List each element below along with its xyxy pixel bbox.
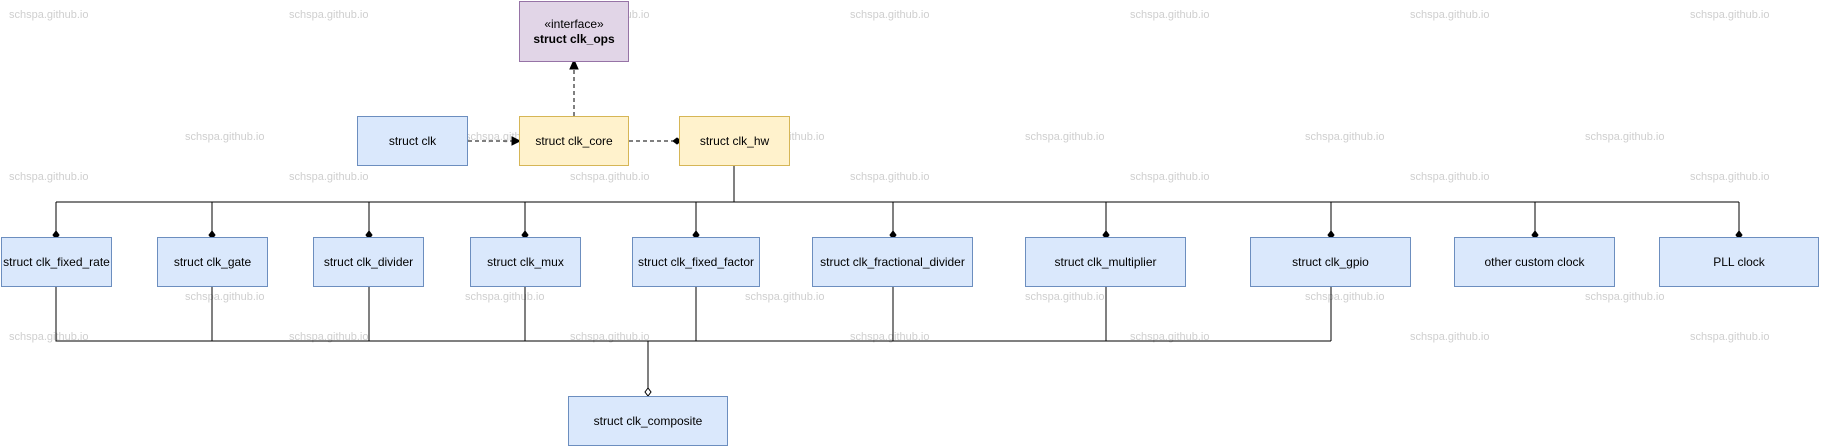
clk-gpio-label: struct clk_gpio	[1292, 254, 1369, 269]
clk-ops-interface-box: «interface» struct clk_ops	[519, 1, 629, 62]
clk-gate-box: struct clk_gate	[157, 237, 268, 287]
pll-clock-label: PLL clock	[1713, 254, 1765, 269]
clk-core-label: struct clk_core	[535, 133, 613, 148]
arrowhead	[511, 136, 522, 146]
clk-fixed-factor-label: struct clk_fixed_factor	[637, 254, 755, 269]
clk-gpio-box: struct clk_gpio	[1250, 237, 1411, 287]
clk-ops-label: struct clk_ops	[533, 31, 615, 46]
clk-gate-label: struct clk_gate	[173, 254, 252, 269]
clk-fixed-factor-box: struct clk_fixed_factor	[632, 237, 760, 287]
clk-fixed-rate-label: struct clk_fixed_rate	[3, 254, 110, 269]
hollow-diamond	[644, 387, 652, 397]
other-custom-clock-label: other custom clock	[1484, 254, 1585, 269]
interface-stereotype: «interface»	[544, 16, 604, 31]
clk-divider-label: struct clk_divider	[323, 254, 414, 269]
clk-composite-label: struct clk_composite	[593, 413, 703, 428]
edge-hw-bus	[56, 166, 1739, 203]
clk-composite-box: struct clk_composite	[568, 396, 728, 446]
other-custom-clock-box: other custom clock	[1454, 237, 1615, 287]
clk-multiplier-box: struct clk_multiplier	[1025, 237, 1186, 287]
clk-core-box: struct clk_core	[519, 116, 629, 166]
clk-box: struct clk	[357, 116, 468, 166]
clk-fractional-divider-box: struct clk_fractional_divider	[812, 237, 973, 287]
clk-hw-box: struct clk_hw	[679, 116, 790, 166]
edge-bus-drops	[55, 202, 1740, 231]
clk-fixed-rate-box: struct clk_fixed_rate	[1, 237, 112, 287]
clk-mux-box: struct clk_mux	[470, 237, 581, 287]
clk-mux-label: struct clk_mux	[487, 254, 564, 269]
clk-label: struct clk	[388, 133, 437, 148]
edge-composite-bus	[55, 287, 1332, 388]
clk-fractional-divider-label: struct clk_fractional_divider	[820, 254, 965, 269]
arrowhead	[569, 58, 579, 70]
clk-multiplier-label: struct clk_multiplier	[1054, 254, 1157, 269]
clk-hw-label: struct clk_hw	[699, 133, 770, 148]
pll-clock-box: PLL clock	[1659, 237, 1819, 287]
clk-divider-box: struct clk_divider	[313, 237, 424, 287]
